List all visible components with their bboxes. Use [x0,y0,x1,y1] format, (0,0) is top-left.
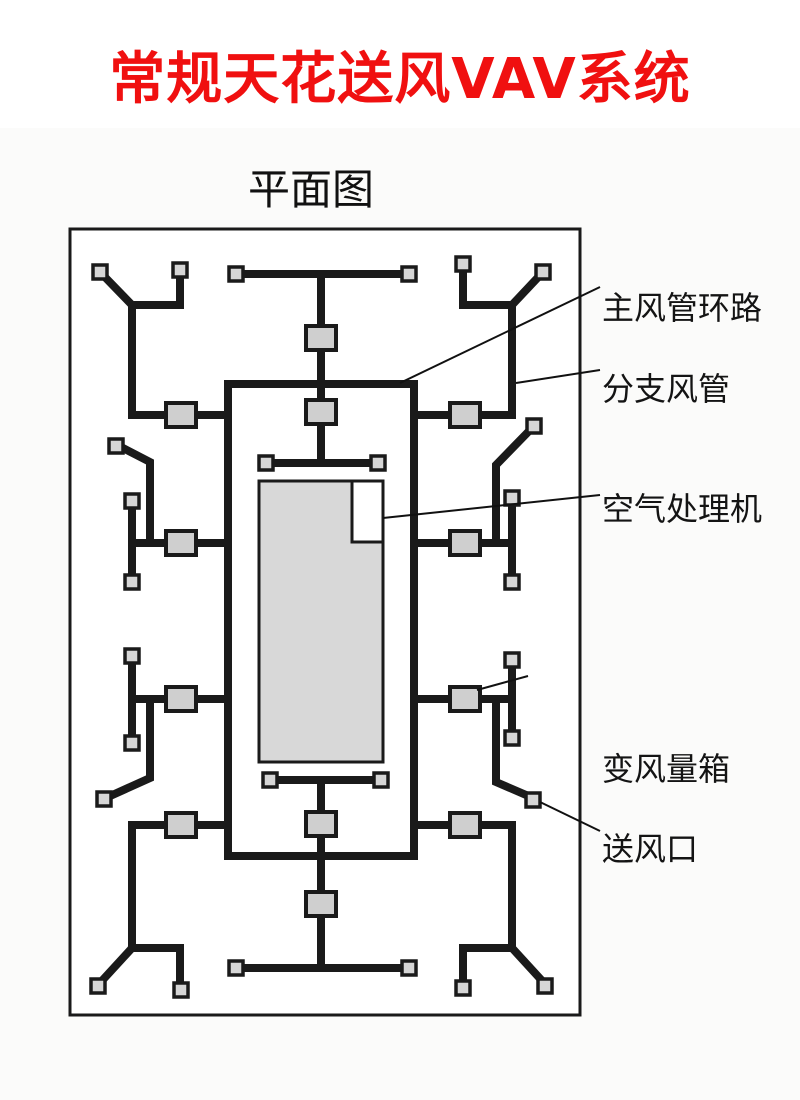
vav-box [164,811,198,839]
page-title: 常规天花送风VAV系统 [109,47,691,112]
supply-diffuser [171,261,189,279]
plan-view-heading: 平面图 [248,165,375,214]
supply-diffuser [123,734,141,752]
label-branch-duct: 分支风管 [602,370,731,408]
leader-line [382,494,601,519]
leader-line [399,286,601,384]
vav-box [304,810,338,838]
label-vav-box: 变风量箱 [602,750,731,788]
duct-segment [102,695,154,803]
ahu-panel [350,479,385,544]
vav-boxes [164,324,482,918]
supply-diffuser [503,651,521,669]
supply-diffuser [534,263,552,281]
duct-segment [492,422,538,547]
supply-diffuser [123,647,141,665]
supply-diffuser [400,959,418,977]
label-supply-diffuser: 送风口 [602,830,699,868]
supply-diffuser [227,265,245,283]
vav-box [304,324,338,352]
vav-box [448,811,482,839]
supply-diffuser [454,255,472,273]
label-main-duct-loop: 主风管环路 [602,289,763,327]
leader-line [539,801,601,832]
vav-box [448,529,482,557]
leader-line [476,675,529,691]
vav-box [304,398,338,426]
vav-box [164,685,198,713]
duct-segment [492,695,539,804]
supply-diffuser [503,729,521,747]
vav-box [164,401,198,429]
supply-diffuser [400,265,418,283]
supply-diffuser [257,454,275,472]
leader-line [515,369,601,384]
supply-diffuser [369,454,387,472]
duct-segment [117,442,154,547]
supply-diffusers [89,255,554,999]
supply-diffuser [261,771,279,789]
supply-diffuser [107,437,125,455]
supply-diffuser [503,573,521,591]
air-handling-unit [257,479,385,764]
supply-diffuser [95,790,113,808]
vav-box [304,890,338,918]
supply-diffuser [372,771,390,789]
vav-box [448,401,482,429]
supply-diffuser [536,977,554,995]
label-air-handling-unit: 空气处理机 [602,490,763,528]
vav-box [448,685,482,713]
supply-diffuser [89,977,107,995]
supply-diffuser [123,492,141,510]
vav-box [164,529,198,557]
supply-diffuser [525,417,543,435]
supply-diffuser [524,791,542,809]
supply-diffuser [172,981,190,999]
supply-diffuser [123,573,141,591]
leader-lines [382,286,601,832]
supply-diffuser [227,959,245,977]
supply-diffuser [91,263,109,281]
supply-diffuser [454,979,472,997]
